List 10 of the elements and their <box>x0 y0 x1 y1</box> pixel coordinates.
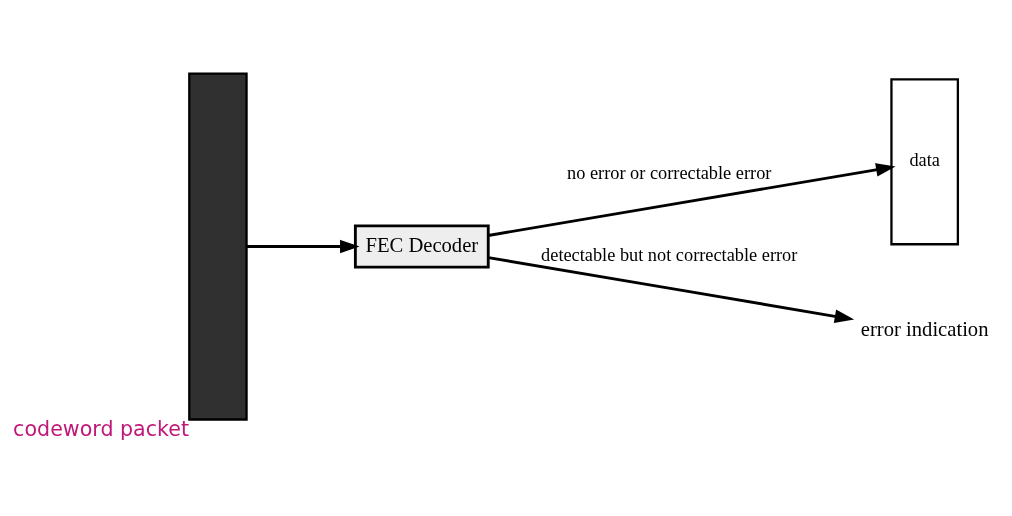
edge-label: detectable but not correctable error <box>541 245 798 266</box>
node-label: codeword packet <box>13 417 190 441</box>
arrow <box>488 256 855 324</box>
node-box: FEC Decoder <box>353 224 490 269</box>
node-text: error indication <box>860 318 989 341</box>
arrow <box>246 239 360 254</box>
node-box <box>188 72 248 421</box>
edge-label: no error or correctable error <box>567 162 772 183</box>
node-box: data <box>890 78 960 246</box>
arrow <box>488 163 896 237</box>
